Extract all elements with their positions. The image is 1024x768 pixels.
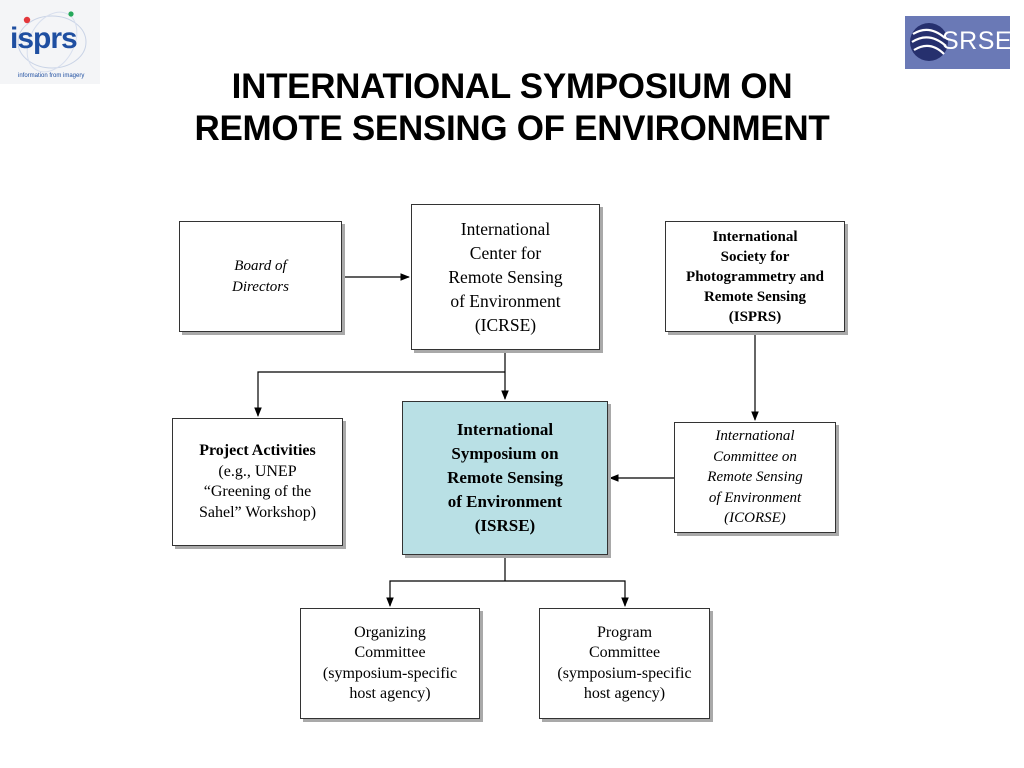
icrse-box: International Center for Remote Sensing … <box>411 204 600 350</box>
isrse-line-4: of Environment <box>447 492 563 511</box>
program-line-2: Committee <box>588 644 661 661</box>
arrow-icrse-to-project <box>254 371 505 417</box>
icorse-box: International Committee on Remote Sensin… <box>674 422 836 533</box>
isprs-logo: isprs information from imagery <box>0 0 100 84</box>
project-line-4: Sahel” Workshop) <box>198 503 317 521</box>
icorse-line-5: (ICORSE) <box>724 510 786 527</box>
organizing-line-2: Committee <box>354 644 426 661</box>
isprs-logo-tagline: information from imagery <box>18 73 85 79</box>
page-title: INTERNATIONAL SYMPOSIUM ON REMOTE SENSIN… <box>100 66 924 150</box>
isrse-line-5: (ISRSE) <box>474 516 536 535</box>
isrse-logo-text: SRSE <box>942 27 1013 55</box>
isprs-line-5: (ISPRS) <box>728 308 782 325</box>
program-line-3: (symposium-specific <box>557 664 692 682</box>
icrse-line-2: Center for <box>469 243 542 263</box>
board-of-directors-box: Board of Directors <box>179 221 342 332</box>
project-line-2: (e.g., UNEP <box>218 462 297 480</box>
program-line-4: host agency) <box>583 685 666 702</box>
program-line-1: Program <box>596 623 653 641</box>
arrow-isrse-to-program <box>505 580 629 607</box>
isprs-logo-text: isprs <box>10 22 78 55</box>
isrse-line-2: Symposium on <box>451 444 559 463</box>
isrse-logo: SRSE <box>905 16 1013 69</box>
organizing-line-3: (symposium-specific <box>322 664 458 682</box>
isprs-line-1: International <box>712 228 798 245</box>
icorse-line-2: Committee on <box>713 448 797 465</box>
program-committee-box: Program Committee (symposium-specific ho… <box>539 608 710 719</box>
swirl-icon <box>910 23 948 61</box>
project-activities-box: Project Activities (e.g., UNEP “Greening… <box>172 418 343 546</box>
isrse-box: International Symposium on Remote Sensin… <box>402 401 608 555</box>
project-line-3: “Greening of the <box>203 483 312 500</box>
isrse-line-1: International <box>456 420 554 439</box>
isprs-line-2: Society for <box>720 248 790 265</box>
globe-orbit-icon <box>17 11 87 73</box>
organizing-line-4: host agency) <box>349 685 431 702</box>
icrse-line-5: (ICRSE) <box>474 315 537 335</box>
title-line-1: INTERNATIONAL SYMPOSIUM ON <box>231 67 793 106</box>
title-line-2: REMOTE SENSING OF ENVIRONMENT <box>194 109 830 148</box>
organizing-line-1: Organizing <box>354 623 426 641</box>
icrse-line-1: International <box>460 219 551 239</box>
icorse-line-1: International <box>715 428 795 445</box>
isprs-box: International Society for Photogrammetry… <box>665 221 845 332</box>
organizing-committee-box: Organizing Committee (symposium-specific… <box>300 608 480 719</box>
board-line-1: Board of <box>234 258 287 274</box>
isprs-line-3: Photogrammetry and <box>686 268 824 285</box>
arrow-isrse-to-organizing <box>386 580 505 607</box>
icorse-line-4: of Environment <box>708 489 802 506</box>
icrse-line-4: of Environment <box>450 291 561 311</box>
isrse-line-3: Remote Sensing <box>447 468 563 487</box>
icrse-line-3: Remote Sensing <box>448 267 563 287</box>
board-line-2: Directors <box>232 278 289 295</box>
isprs-line-4: Remote Sensing <box>703 288 807 305</box>
icorse-line-3: Remote Sensing <box>707 469 803 486</box>
project-line-1: Project Activities <box>199 442 316 459</box>
